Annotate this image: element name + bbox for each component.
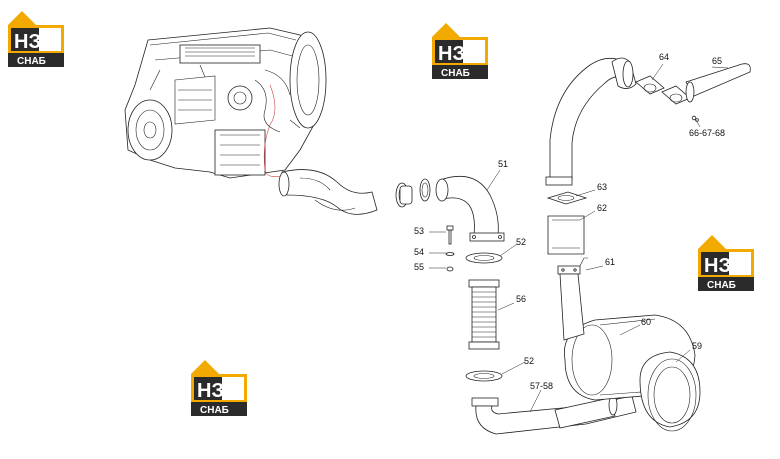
muffler-cap-59 <box>639 351 701 432</box>
callout-59: 59 <box>692 341 702 351</box>
pipe-61 <box>557 257 588 341</box>
watermark-logo-top-left: НЗ СНАБ <box>8 11 64 67</box>
svg-text:НЗ: НЗ <box>438 43 465 65</box>
bellows-56 <box>468 279 500 350</box>
watermark-logo-right: НЗ СНАБ <box>698 235 754 291</box>
watermark-logo-top-center: НЗ СНАБ <box>432 23 488 79</box>
gasket-66-67-68 <box>661 85 699 122</box>
callout-52-lower: 52 <box>524 356 534 366</box>
flange-64 <box>635 75 665 95</box>
upper-pipe <box>545 57 637 186</box>
tailpipe-65 <box>685 63 751 103</box>
callout-64: 64 <box>659 52 669 62</box>
bolt-set <box>445 225 455 272</box>
svg-text:СНАБ: СНАБ <box>441 68 470 79</box>
watermark-logo-bottom-left: НЗ СНАБ <box>191 360 247 416</box>
leader-lines <box>429 63 729 413</box>
callout-62: 62 <box>597 203 607 213</box>
svg-text:СНАБ: СНАБ <box>17 56 46 67</box>
callout-54: 54 <box>414 247 424 257</box>
callout-53: 53 <box>414 226 424 236</box>
flex-hose <box>278 169 378 215</box>
engine-block <box>124 27 327 179</box>
callout-56: 56 <box>516 294 526 304</box>
pipe-57-58 <box>471 394 637 435</box>
svg-text:НЗ: НЗ <box>14 31 41 53</box>
callout-51: 51 <box>498 159 508 169</box>
heat-shield-62 <box>547 215 585 255</box>
callout-63: 63 <box>597 182 607 192</box>
callout-66-67-68: 66-67-68 <box>689 128 725 138</box>
gasket-52-upper <box>465 252 503 264</box>
svg-text:НЗ: НЗ <box>197 380 224 402</box>
callout-52-upper: 52 <box>516 237 526 247</box>
elbow-51 <box>435 176 505 242</box>
clamp-rings <box>395 178 431 208</box>
svg-text:НЗ: НЗ <box>704 255 731 277</box>
gasket-52-lower <box>465 370 503 382</box>
callout-57-58: 57-58 <box>530 381 553 391</box>
callout-61: 61 <box>605 257 615 267</box>
callout-65: 65 <box>712 56 722 66</box>
callout-55: 55 <box>414 262 424 272</box>
clamp-63 <box>546 191 588 205</box>
callout-60: 60 <box>641 317 651 327</box>
svg-text:СНАБ: СНАБ <box>200 405 229 416</box>
svg-text:СНАБ: СНАБ <box>707 280 736 291</box>
callout-labels: 51 52 52 53 54 55 56 57-58 59 60 61 62 6… <box>414 52 725 391</box>
